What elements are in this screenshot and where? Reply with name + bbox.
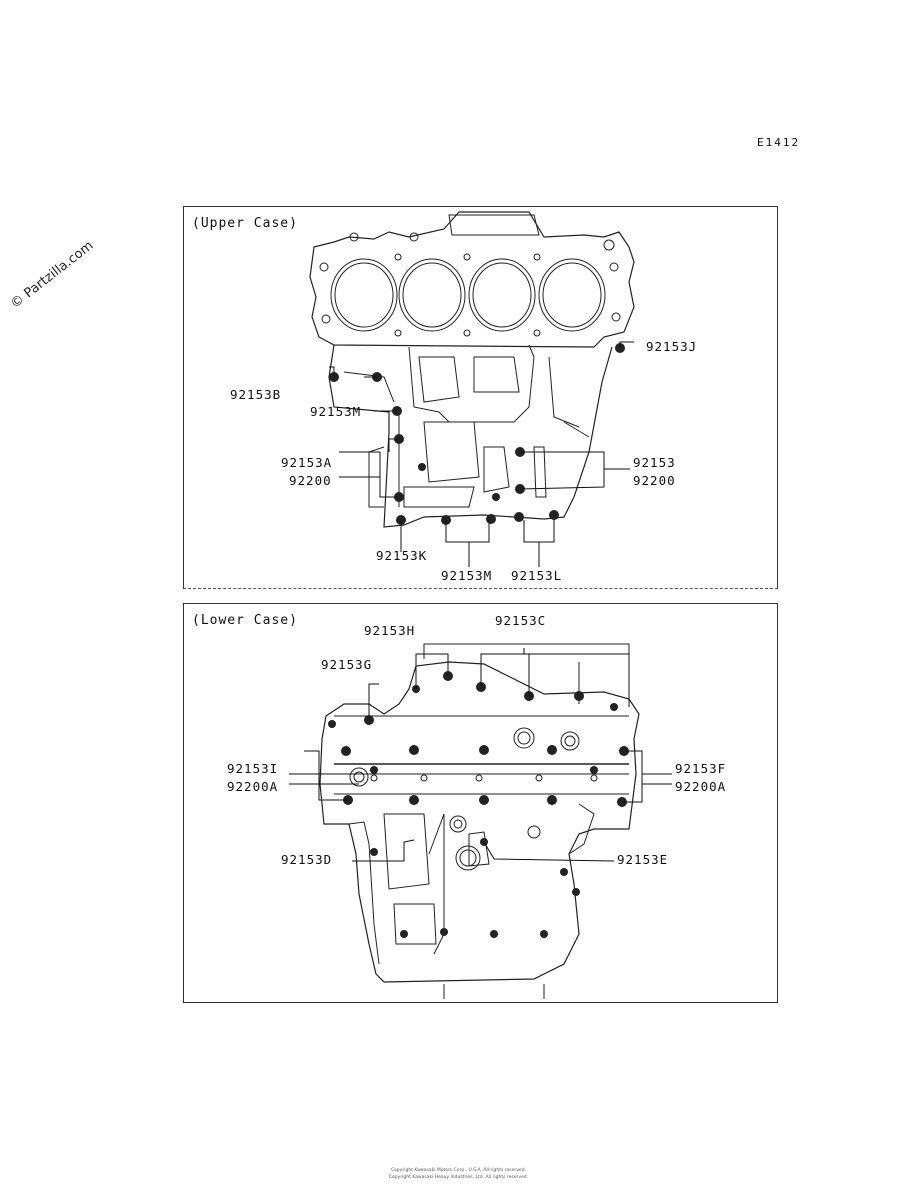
callout-92153b: 92153B <box>230 387 282 402</box>
footer-copyright-1: Copyright Kawasaki Motors Corp., U.S.A. … <box>391 1168 526 1173</box>
callout-92153l: 92153L <box>511 568 563 583</box>
callout-92153d: 92153D <box>281 852 333 867</box>
footer-copyright-2: Copyright Kawasaki Heavy Industries, Ltd… <box>388 1175 529 1180</box>
callout-92153h: 92153H <box>364 623 416 638</box>
callout-92153c: 92153C <box>495 613 547 628</box>
callout-92153: 92153 <box>633 455 676 470</box>
callout-92153k: 92153K <box>376 548 428 563</box>
lower-case-title: (Lower Case) <box>192 613 298 628</box>
callout-92153g: 92153G <box>321 657 373 672</box>
upper-case-title: (Upper Case) <box>192 216 298 231</box>
callout-92153i: 92153I <box>227 761 279 776</box>
upper-case-drawing <box>309 211 635 567</box>
callout-92153j: 92153J <box>646 339 698 354</box>
callout-92153a: 92153A <box>281 455 333 470</box>
callout-92200a-right: 92200A <box>675 779 727 794</box>
callout-92153m-top: 92153M <box>310 404 362 419</box>
watermark: © Partzilla.com <box>8 238 97 312</box>
lower-case-panel: (Lower Case) <box>183 603 778 1003</box>
callout-92200-right: 92200 <box>633 473 676 488</box>
callout-92153m-bottom: 92153M <box>441 568 493 583</box>
callout-92153f: 92153F <box>675 761 727 776</box>
callout-92200-left: 92200 <box>289 473 332 488</box>
callout-92153e: 92153E <box>617 852 669 867</box>
lower-case-drawing <box>289 643 672 999</box>
page-code: E1412 <box>757 136 801 149</box>
upper-case-panel: (Upper Case) <box>183 206 778 589</box>
callout-92200a-left: 92200A <box>227 779 279 794</box>
